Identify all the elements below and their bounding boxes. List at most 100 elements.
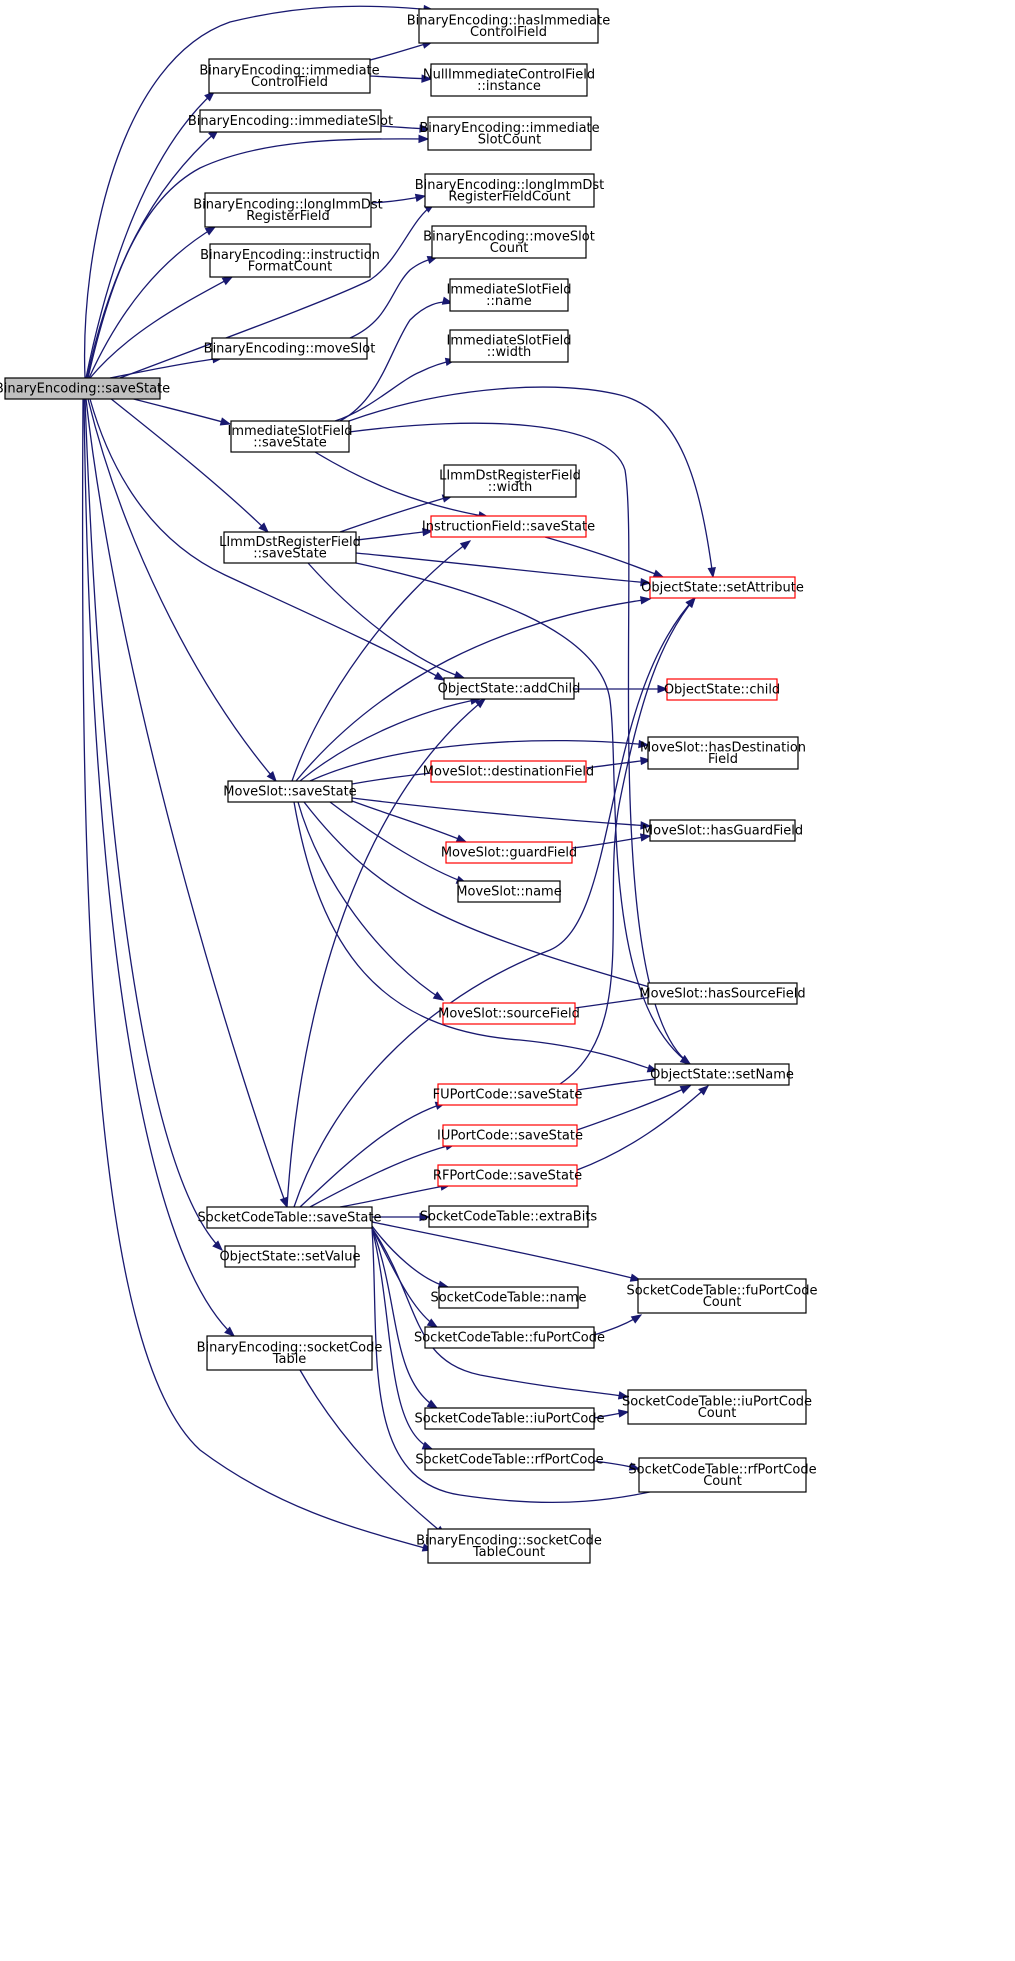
- function-node[interactable]: SocketCodeTable::iuPortCode: [414, 1407, 605, 1430]
- node-label: BinaryEncoding::saveState: [0, 382, 170, 397]
- arrowhead: [640, 821, 652, 830]
- function-node[interactable]: SocketCodeTable::name: [430, 1286, 587, 1309]
- arrowhead: [698, 1085, 710, 1096]
- function-node[interactable]: ObjectState::setValue: [219, 1245, 361, 1268]
- function-node[interactable]: BinaryEncoding::longImmDstRegisterFieldC…: [415, 173, 605, 208]
- function-node[interactable]: MoveSlot::sourceField: [438, 1002, 580, 1025]
- node-label: SlotCount: [478, 132, 542, 147]
- function-node[interactable]: LImmDstRegisterField::saveState: [219, 531, 361, 564]
- node-label: MoveSlot::name: [456, 885, 561, 900]
- edge-line: [87, 398, 277, 782]
- node-label: ControlField: [470, 25, 547, 40]
- function-node[interactable]: InstructionField::saveState: [422, 515, 595, 538]
- node-box: [637, 1278, 807, 1314]
- node-label: InstructionField::saveState: [422, 520, 595, 535]
- edge-root-to-immCF: [85, 91, 216, 379]
- node-box: [638, 1457, 807, 1493]
- node-box: [438, 1286, 579, 1309]
- function-node[interactable]: MoveSlot::saveState: [223, 780, 357, 803]
- function-node[interactable]: BinaryEncoding::immediateSlot: [188, 109, 393, 133]
- node-label: ImmediateSlotField: [227, 424, 352, 439]
- node-box: [430, 760, 587, 783]
- edge-line: [329, 801, 467, 884]
- node-box: [230, 420, 350, 453]
- function-node[interactable]: SocketCodeTable::extraBits: [420, 1205, 598, 1228]
- function-node[interactable]: NullImmediateControlField::instance: [423, 63, 595, 97]
- function-node[interactable]: RFPortCode::saveState: [433, 1164, 582, 1187]
- edge-msSave-to-ifSave: [291, 540, 472, 782]
- edge-line: [299, 1102, 446, 1208]
- edge-longImmRF-to-longImmRFC: [370, 193, 427, 204]
- function-node[interactable]: ImmediateSlotField::saveState: [227, 420, 353, 453]
- function-node[interactable]: FUPortCode::saveState: [433, 1083, 583, 1106]
- function-node[interactable]: IUPortCode::saveState: [437, 1124, 583, 1147]
- function-node[interactable]: SocketCodeTable::saveState: [197, 1206, 382, 1229]
- function-node[interactable]: ObjectState::child: [664, 678, 780, 701]
- node-label: NullImmediateControlField: [423, 67, 595, 82]
- node-box: [430, 63, 588, 97]
- node-label: IUPortCode::saveState: [437, 1129, 583, 1144]
- function-node[interactable]: MoveSlot::hasSourceField: [639, 982, 806, 1005]
- node-label: SocketCodeTable::rfPortCode: [628, 1462, 816, 1477]
- edge-root-to-limmSave: [109, 397, 269, 533]
- node-label: ::saveState: [253, 546, 327, 561]
- node-box: [208, 58, 371, 94]
- node-box: [654, 1063, 790, 1086]
- edge-sctSave-to-sctIuPCC: [371, 1227, 630, 1400]
- function-node[interactable]: SocketCodeTable::fuPortCode: [414, 1326, 605, 1349]
- edge-line: [84, 398, 223, 1251]
- node-box: [427, 1528, 591, 1564]
- function-node[interactable]: ObjectState::setAttribute: [641, 576, 804, 599]
- arrowhead: [419, 124, 431, 133]
- node-box: [442, 1124, 578, 1147]
- node-label: BinaryEncoding::immediate: [419, 121, 599, 136]
- function-node[interactable]: ImmediateSlotField::width: [446, 329, 572, 363]
- function-node[interactable]: ImmediateSlotField::name: [446, 278, 572, 312]
- arrowhead: [617, 1409, 630, 1418]
- function-node[interactable]: MoveSlot::destinationField: [423, 760, 594, 783]
- function-node[interactable]: SocketCodeTable::rfPortCode: [415, 1448, 604, 1471]
- node-label: ObjectState::addChild: [438, 682, 581, 697]
- node-box: [424, 1407, 595, 1430]
- arrowhead: [418, 134, 430, 144]
- node-label: BinaryEncoding::hasImmediate: [407, 13, 611, 28]
- edge-root-to-longImmRF: [88, 226, 217, 379]
- function-node[interactable]: ObjectState::setName: [650, 1063, 794, 1086]
- node-box: [4, 377, 161, 400]
- function-node[interactable]: ObjectState::addChild: [438, 677, 581, 700]
- function-node[interactable]: MoveSlot::guardField: [441, 841, 577, 864]
- edge-msSave-to-msHasGuard: [351, 797, 652, 830]
- function-node[interactable]: MoveSlot::name: [456, 880, 562, 903]
- node-label: MoveSlot::hasSourceField: [639, 987, 805, 1002]
- node-box: [427, 116, 592, 151]
- arrowhead: [679, 1085, 692, 1094]
- edge-iuSave-to-osSetName: [576, 1085, 692, 1131]
- node-label: MoveSlot::saveState: [223, 785, 356, 800]
- edge-immCF-to-nullImm: [369, 74, 433, 83]
- function-node[interactable]: LImmDstRegisterField::width: [439, 464, 581, 498]
- arrowhead: [414, 193, 427, 203]
- edge-isfSave-to-osSetAttr: [348, 386, 716, 579]
- node-box: [227, 780, 353, 803]
- node-box: [443, 677, 575, 700]
- edge-sctSave-to-sctExtra: [372, 1212, 431, 1222]
- edge-line: [295, 598, 651, 782]
- arrowhead: [679, 1055, 692, 1065]
- function-node[interactable]: MoveSlot::hasGuardField: [642, 819, 803, 842]
- arrowhead: [707, 567, 716, 579]
- edge-limmSave-to-ifSave: [355, 527, 434, 541]
- function-node[interactable]: BinaryEncoding::moveSlot: [204, 337, 376, 360]
- edge-root-to-instrFC: [89, 276, 234, 379]
